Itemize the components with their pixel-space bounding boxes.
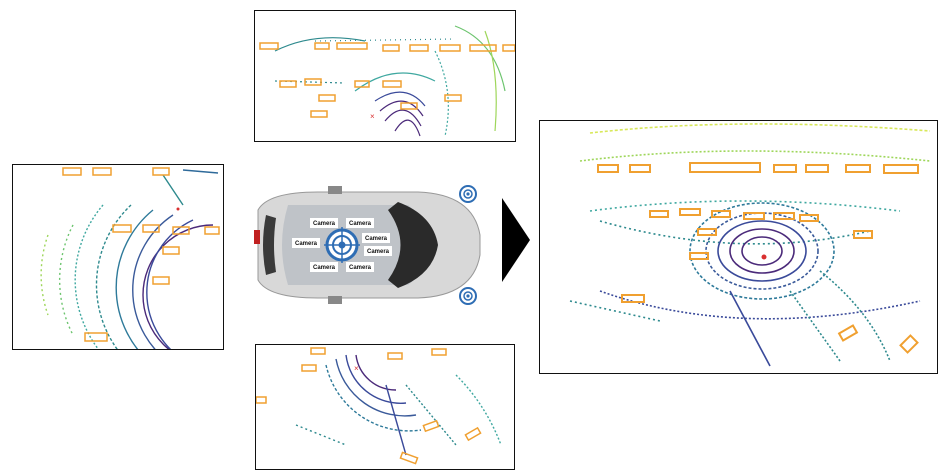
object-box [439, 44, 461, 52]
point-cloud-top: × [259, 25, 515, 137]
object-box [431, 348, 447, 356]
lidar-target-icon [459, 287, 477, 305]
bev-view-bottom: × [255, 344, 515, 470]
object-box [84, 332, 108, 342]
object-box [773, 212, 795, 220]
lidar-target-icon [459, 185, 477, 203]
object-box [354, 80, 370, 88]
object-box [649, 210, 669, 218]
object-box [444, 94, 462, 102]
ego-marker: × [370, 112, 375, 121]
ego-marker [176, 207, 180, 211]
object-box [711, 210, 731, 218]
vehicle-sensor-rig: Camera Camera Camera Camera Camera Camer… [248, 180, 488, 310]
bev-view-fused [539, 120, 938, 374]
object-box [172, 226, 190, 235]
object-box [336, 42, 368, 50]
object-box [400, 102, 418, 110]
object-box [310, 347, 326, 355]
camera-label: Camera [367, 249, 390, 255]
object-box [301, 364, 317, 372]
object-box [92, 167, 112, 176]
object-box [689, 162, 761, 173]
object-box [162, 246, 180, 255]
object-box [152, 276, 170, 285]
object-box [743, 212, 765, 220]
object-box [502, 44, 515, 52]
bev-view-left [12, 164, 224, 350]
object-box [399, 451, 419, 465]
object-box [409, 44, 429, 52]
object-box [689, 252, 709, 260]
lidar-target-icon [324, 227, 360, 263]
object-box [422, 419, 440, 433]
object-box [629, 164, 651, 173]
camera-label: Camera [349, 265, 372, 271]
ego-marker: × [354, 364, 359, 373]
bev-view-top: × [254, 10, 516, 142]
right-arrow-icon [500, 198, 532, 287]
object-box [318, 94, 336, 102]
object-box [387, 352, 403, 360]
object-box [204, 226, 220, 235]
point-cloud-bottom: × [256, 347, 502, 465]
point-cloud-fused [569, 123, 931, 367]
object-box [152, 167, 170, 176]
object-box [845, 164, 871, 173]
object-box [112, 224, 132, 233]
object-box [464, 426, 482, 442]
object-box [773, 164, 797, 173]
object-box [62, 167, 82, 176]
object-box [382, 80, 402, 88]
object-box [883, 164, 919, 174]
object-box [697, 228, 717, 236]
object-box [469, 44, 497, 52]
object-box [899, 334, 919, 354]
object-box [382, 44, 400, 52]
camera-label: Camera [313, 265, 336, 271]
camera-label: Camera [365, 236, 388, 242]
object-box [314, 42, 330, 50]
car-top-view: Camera Camera Camera Camera Camera Camer… [254, 185, 481, 305]
object-box [837, 324, 859, 342]
camera-label: Camera [349, 221, 372, 227]
object-box [256, 396, 267, 404]
object-box [597, 164, 619, 173]
object-box [279, 80, 297, 88]
object-box [142, 224, 160, 233]
object-box [799, 214, 819, 222]
object-box [259, 42, 279, 50]
camera-labels: Camera Camera Camera Camera Camera Camer… [292, 218, 392, 272]
ego-marker [761, 254, 767, 260]
camera-label: Camera [313, 221, 336, 227]
object-box [310, 110, 328, 118]
point-cloud-left [40, 167, 220, 349]
camera-label: Camera [295, 241, 318, 247]
object-box [679, 208, 701, 216]
object-box [853, 230, 873, 239]
object-box [304, 78, 322, 86]
object-box [805, 164, 829, 173]
object-box [621, 294, 645, 303]
